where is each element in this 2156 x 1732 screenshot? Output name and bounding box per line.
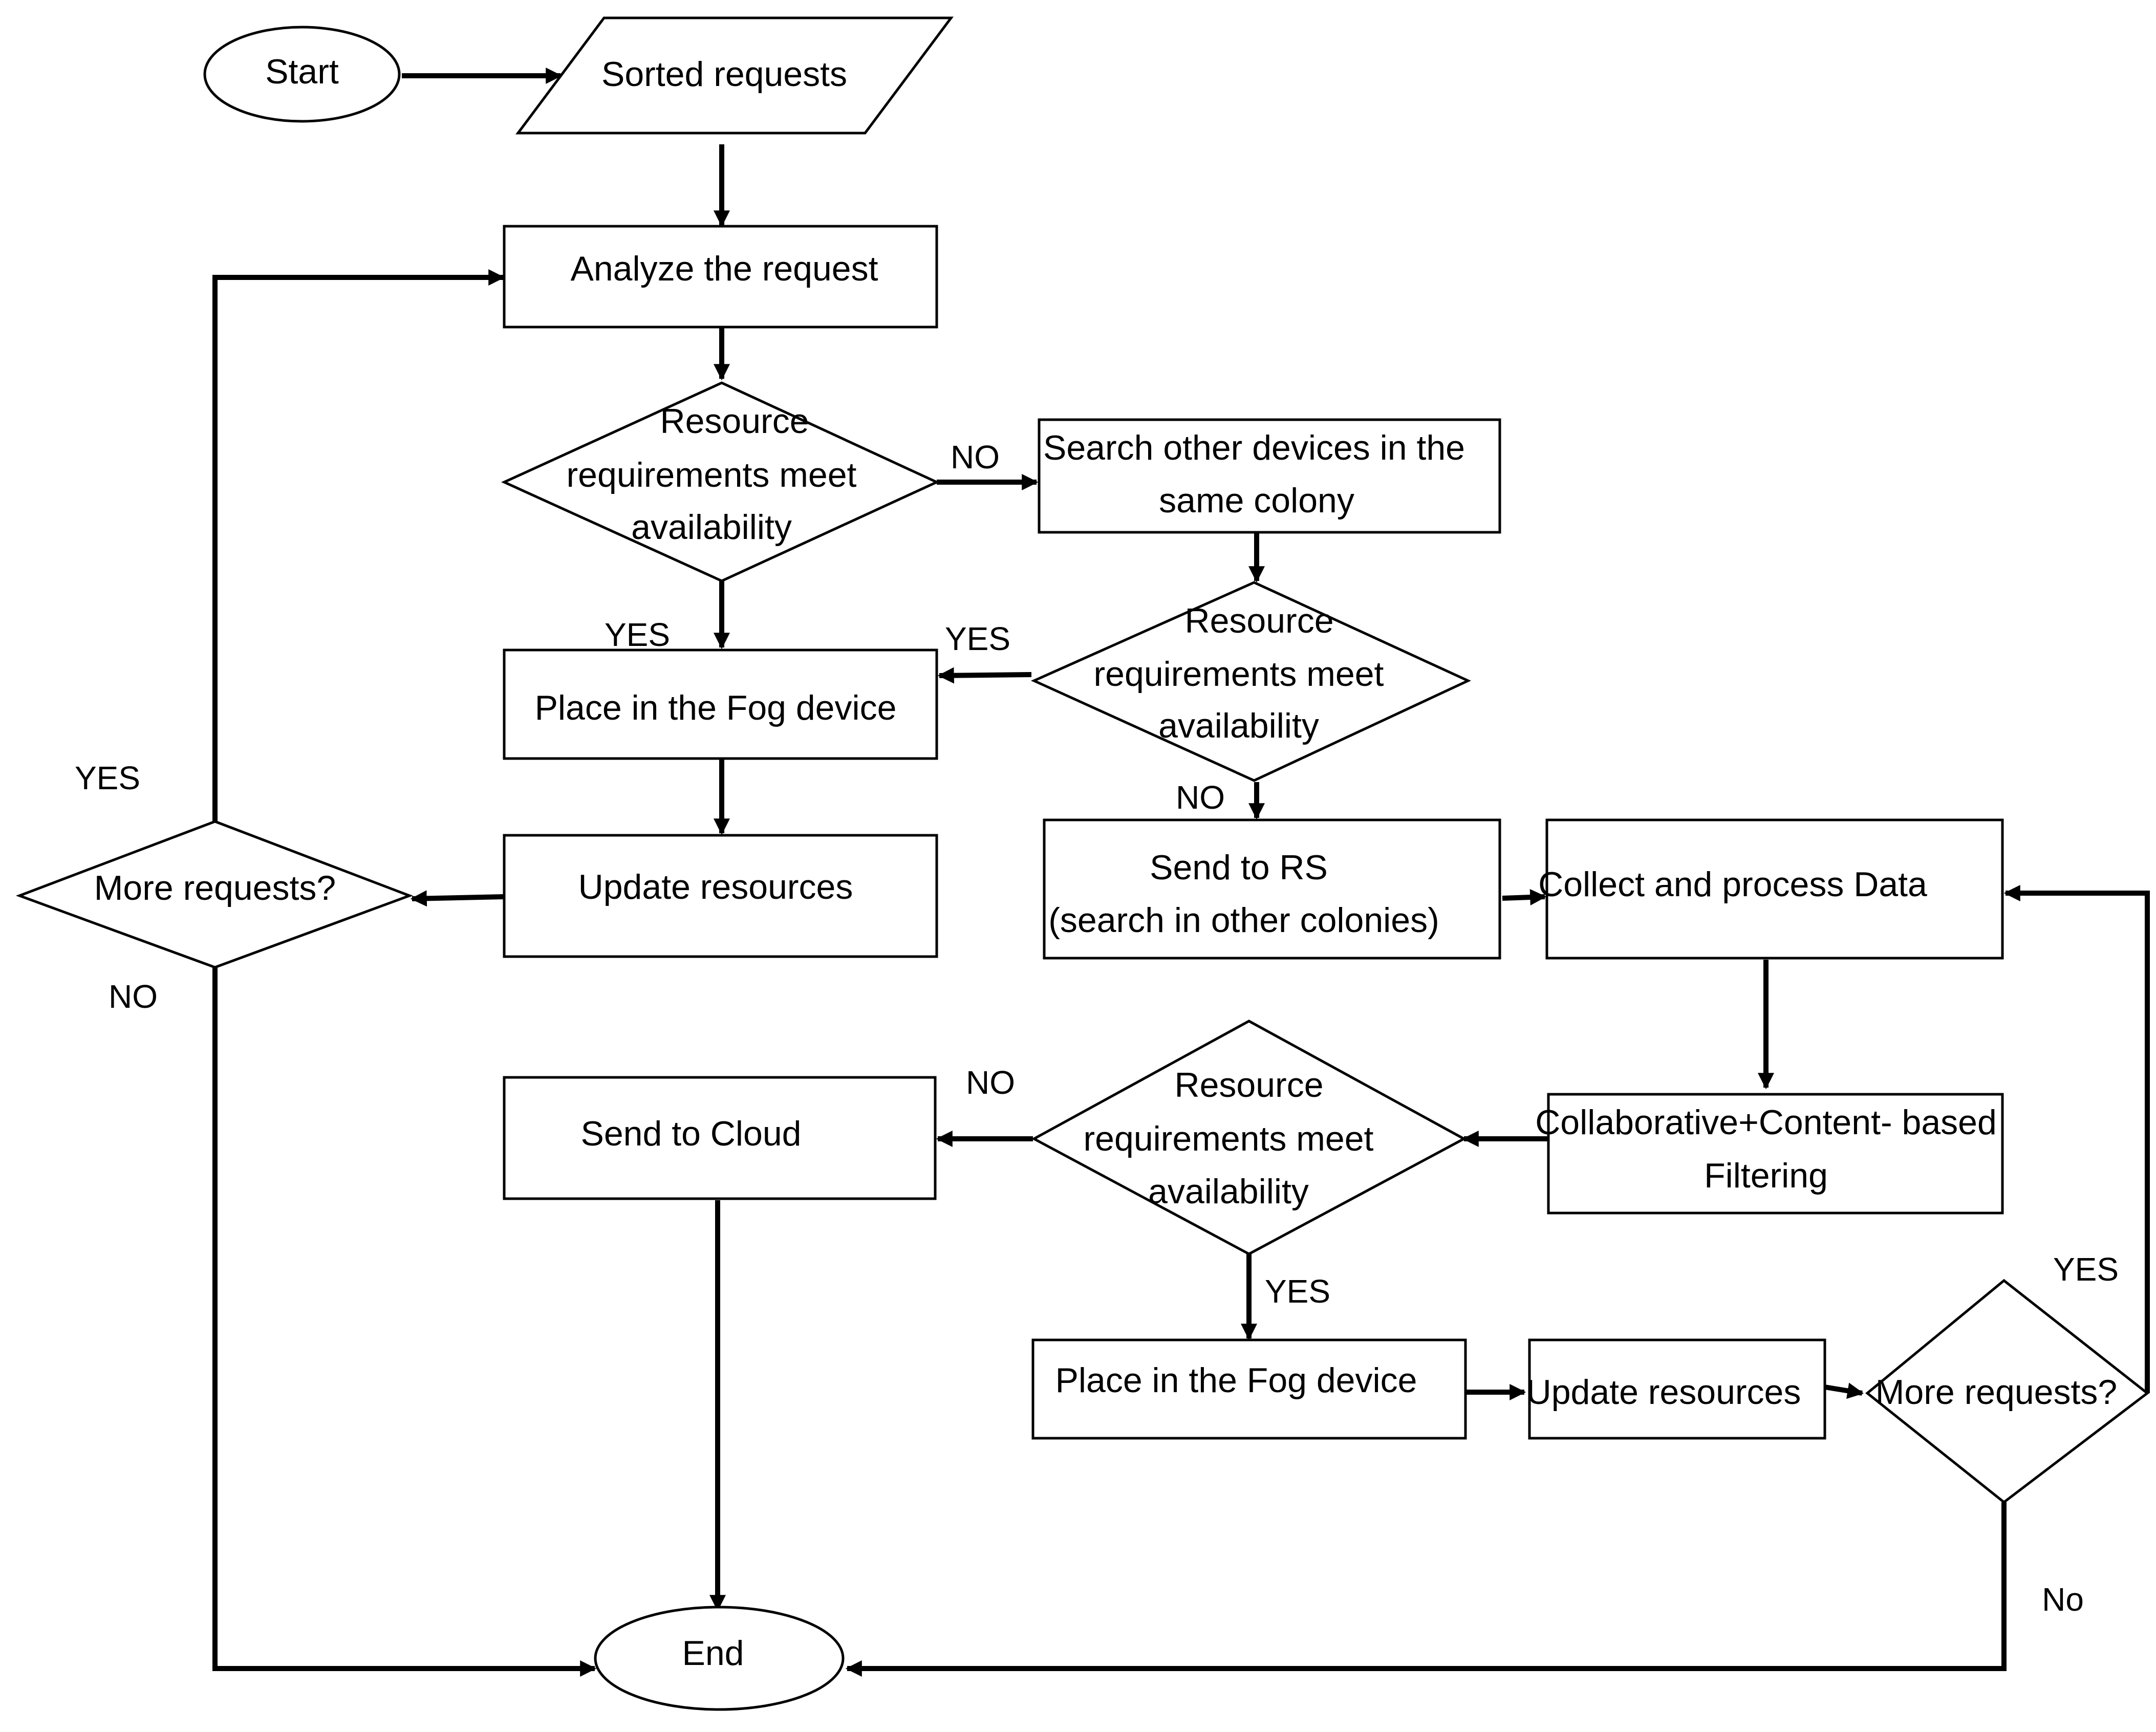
svg-text:More requests?: More requests?: [1875, 1373, 2117, 1412]
label-more2-yes: YES: [2053, 1251, 2119, 1288]
label-d3-no: NO: [966, 1064, 1015, 1101]
edge-update2-to-more2: [1824, 1382, 1864, 1399]
svg-text:requirements meet: requirements meet: [1084, 1119, 1374, 1158]
send-to-cloud-node: Send to Cloud: [503, 1076, 937, 1200]
svg-text:same colony: same colony: [1159, 481, 1354, 520]
update-resources-1: Update resources: [503, 834, 938, 958]
resource-decision-2: Resource requirements meet availability: [1030, 581, 1471, 782]
svg-text:Collect and process Data: Collect and process Data: [1538, 865, 1927, 904]
label-more1-no: NO: [109, 978, 158, 1015]
place-fog-device-2: Place in the Fog device: [1031, 1338, 1467, 1440]
more-requests-2: More requests?: [1865, 1279, 2150, 1504]
label-more2-no: No: [2042, 1581, 2084, 1618]
edge-more2-no: [845, 1502, 2007, 1677]
svg-text:Resource: Resource: [1184, 601, 1333, 640]
more-requests-1: More requests?: [15, 820, 414, 969]
start-node: Start: [203, 26, 401, 123]
svg-text:Sorted requests: Sorted requests: [601, 55, 847, 94]
resource-decision-3: Resource requirements meet availability: [1031, 1020, 1467, 1255]
svg-text:Update resources: Update resources: [1526, 1373, 1801, 1412]
svg-text:Update resources: Update resources: [578, 868, 853, 906]
svg-text:requirements meet: requirements meet: [1094, 655, 1384, 694]
edge-rs-to-collect: [1502, 889, 1547, 906]
svg-text:Resource: Resource: [1174, 1066, 1323, 1105]
svg-text:Place in the Fog device: Place in the Fog device: [535, 688, 897, 727]
svg-text:Analyze the request: Analyze the request: [570, 249, 878, 288]
edge-update1-to-more1: [410, 890, 505, 907]
svg-text:availability: availability: [1148, 1172, 1309, 1211]
resource-decision-1: Resource requirements meet availability: [501, 381, 940, 582]
svg-text:More requests?: More requests?: [94, 869, 336, 907]
label-d2-yes: YES: [945, 620, 1010, 657]
end-node: End: [594, 1606, 845, 1711]
svg-text:availability: availability: [1158, 706, 1319, 745]
svg-text:Collaborative+Content- based: Collaborative+Content- based: [1535, 1103, 1997, 1142]
edge-more1-yes: [212, 269, 505, 821]
svg-text:Resource: Resource: [660, 402, 809, 441]
label-more1-yes: YES: [75, 760, 140, 796]
label-d2-no: NO: [1176, 779, 1225, 816]
svg-text:Place in the Fog device: Place in the Fog device: [1055, 1361, 1417, 1400]
sorted-requests-node: Sorted requests: [515, 16, 954, 135]
svg-text:requirements meet: requirements meet: [567, 456, 857, 494]
filtering-node: Collaborative+Content- based Filtering: [1535, 1093, 2004, 1215]
svg-text:End: End: [682, 1634, 744, 1673]
svg-text:(search in other colonies): (search in other colonies): [1048, 901, 1439, 940]
edge-labels: NO YES YES NO YES NO NO YES YES No: [75, 439, 2119, 1618]
label-d3-yes: YES: [1265, 1273, 1330, 1310]
svg-text:Filtering: Filtering: [1704, 1156, 1828, 1195]
update-resources-2: Update resources: [1526, 1338, 1826, 1440]
connectors: [212, 67, 2150, 1677]
svg-text:Search other devices in the: Search other devices in the: [1043, 428, 1465, 467]
edge-more1-no: [212, 967, 597, 1677]
svg-text:Start: Start: [265, 52, 339, 91]
label-d1-no: NO: [951, 439, 1000, 475]
edge-decision2-yes: [937, 667, 1032, 684]
label-d1-yes: YES: [605, 616, 670, 653]
place-fog-device-1: Place in the Fog device: [503, 648, 938, 760]
svg-text:Send to Cloud: Send to Cloud: [581, 1114, 802, 1153]
search-colony-node: Search other devices in the same colony: [1038, 418, 1501, 534]
analyze-request-node: Analyze the request: [503, 225, 938, 329]
svg-text:Send to RS: Send to RS: [1150, 848, 1328, 887]
svg-text:availability: availability: [631, 508, 792, 547]
collect-process-node: Collect and process Data: [1538, 818, 2004, 960]
edge-more2-yes: [2003, 884, 2150, 1393]
send-to-rs-node: Send to RS (search in other colonies): [1043, 818, 1501, 960]
